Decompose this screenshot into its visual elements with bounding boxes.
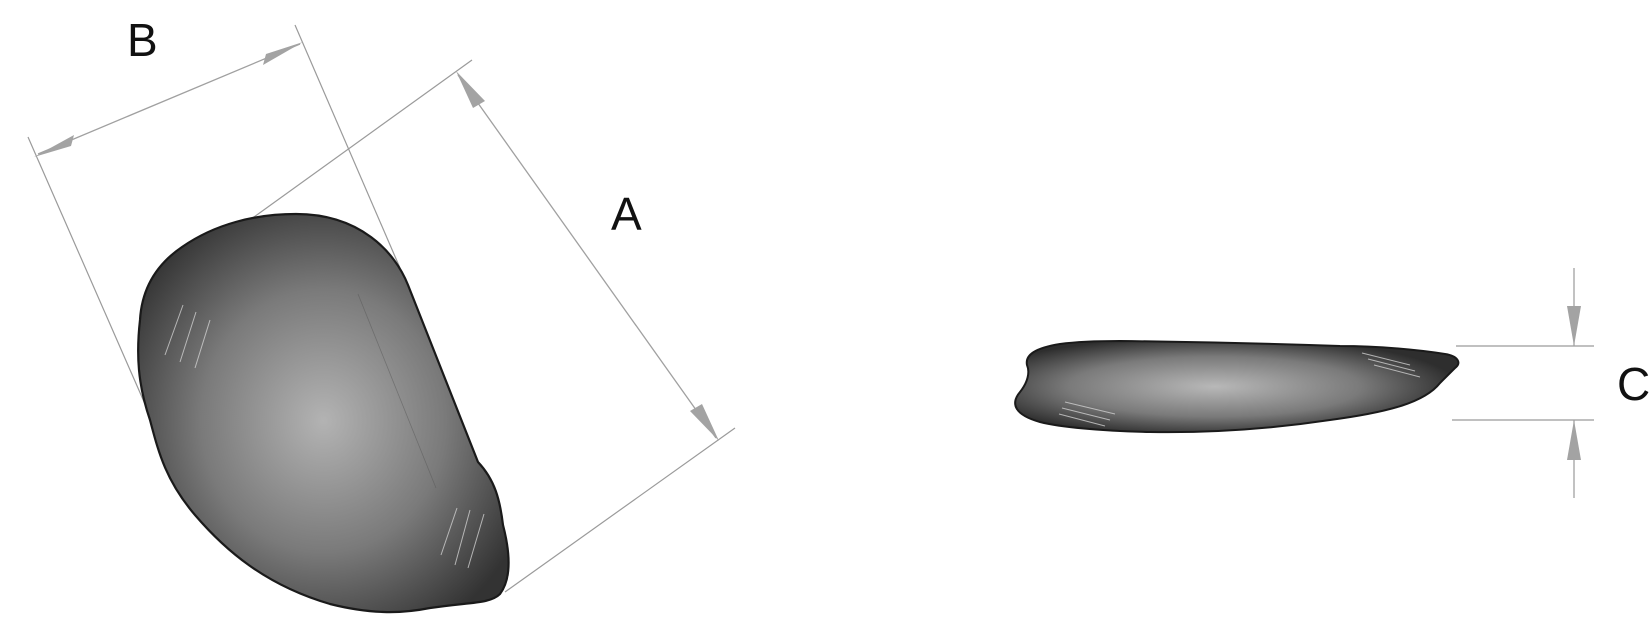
pebble-plan-ridge — [357, 293, 437, 489]
dimension-c: C — [1452, 268, 1650, 498]
pebble-plan-shape — [137, 212, 510, 614]
arrowhead-c-top — [1567, 306, 1581, 346]
side-hatches-left — [1058, 401, 1116, 427]
plan-hatches-top — [164, 304, 211, 369]
extension-line-a-top — [246, 59, 473, 223]
arrowhead-b-right — [263, 42, 303, 65]
arrowhead-c-bottom — [1567, 420, 1581, 460]
dimension-a: A — [456, 71, 719, 441]
arrowhead-a-bottom — [690, 404, 719, 441]
plan-hatches-bottom — [440, 507, 485, 569]
label-b: B — [127, 14, 158, 66]
side-view: C — [1014, 268, 1650, 498]
arrowhead-a-top — [456, 71, 485, 108]
side-hatches-right — [1361, 352, 1421, 378]
extension-line-b-left — [27, 136, 153, 421]
extension-line-b-right — [294, 24, 401, 269]
arrowhead-b-left — [34, 135, 74, 157]
dimension-line-b — [37, 43, 301, 155]
dimension-line-a — [457, 74, 717, 439]
dimension-b: B — [34, 14, 303, 157]
plan-view: B A — [27, 14, 736, 614]
label-c: C — [1617, 358, 1650, 410]
label-a: A — [611, 188, 642, 240]
extension-line-a-bottom — [504, 427, 736, 593]
pebble-side-shape — [1014, 339, 1460, 434]
